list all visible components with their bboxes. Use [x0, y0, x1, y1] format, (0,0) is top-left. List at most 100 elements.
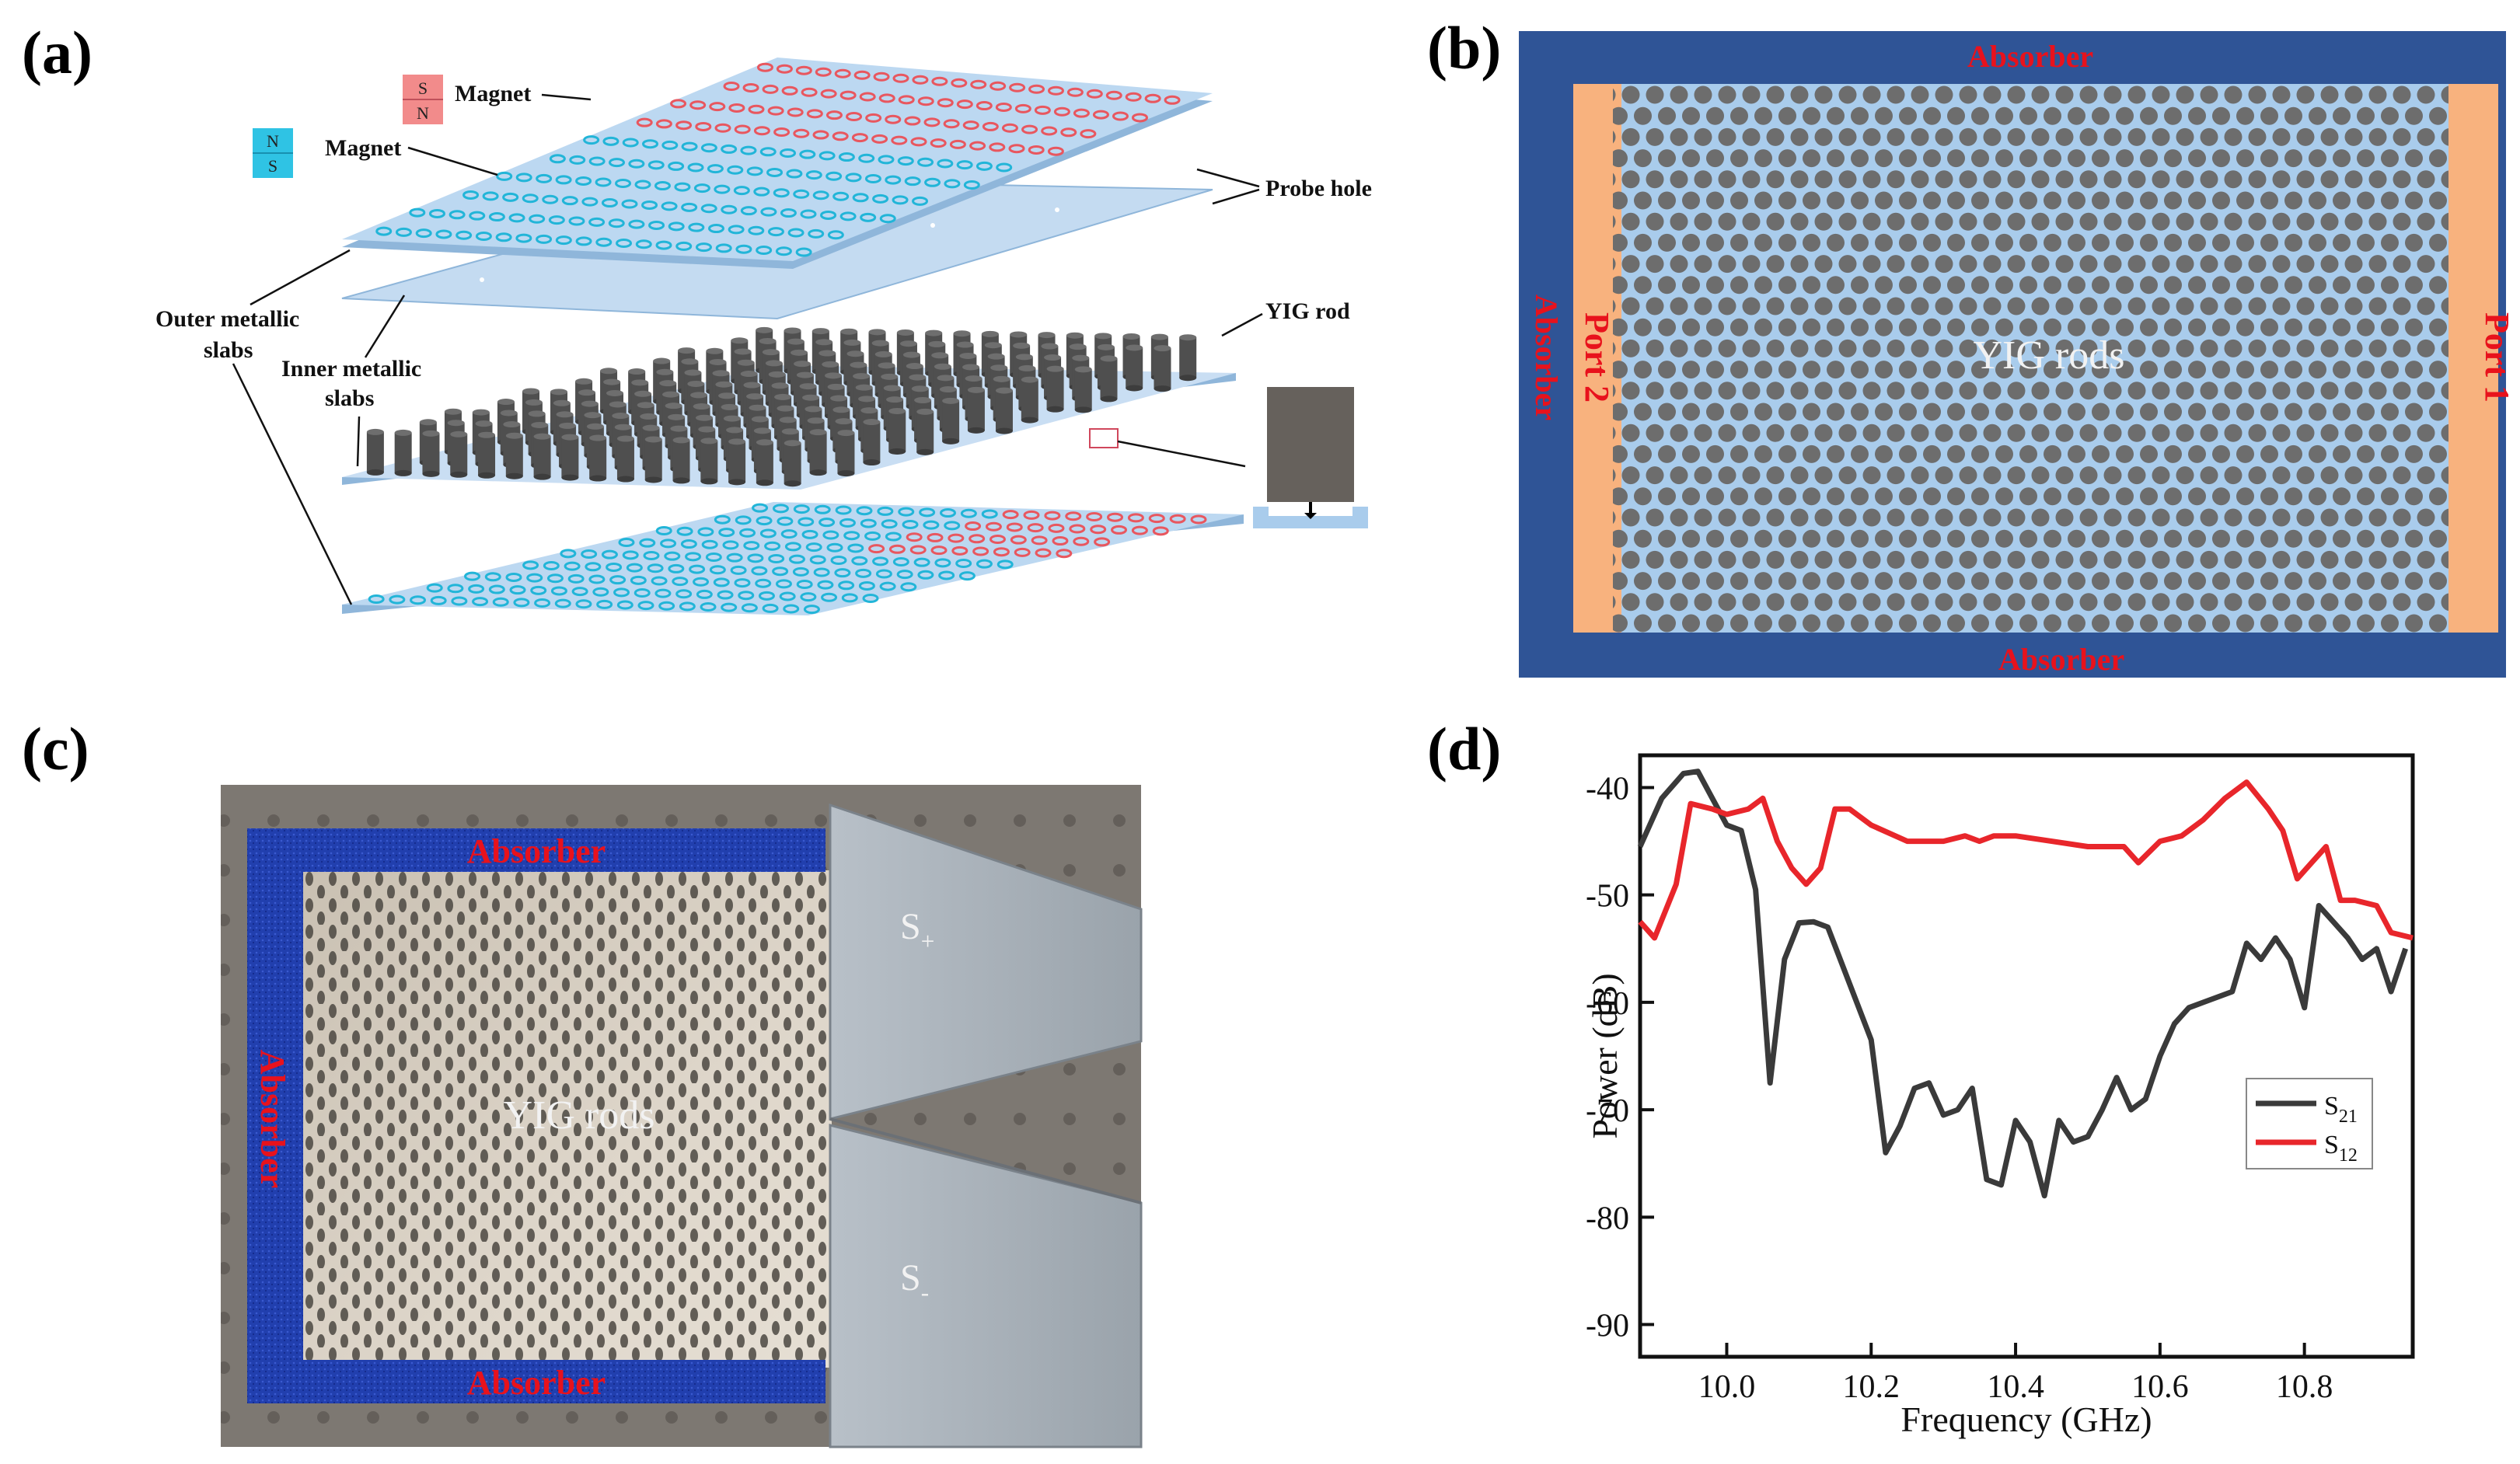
blue-magnet: [530, 585, 547, 595]
yig-rod-dot: [1778, 361, 1796, 379]
blue-magnet: [858, 580, 875, 591]
yig-rod-dot: [2224, 593, 2243, 612]
blue-magnet: [904, 176, 921, 186]
yig-rod-dot: [1923, 572, 1941, 591]
yig-rod-dot: [1613, 342, 1616, 355]
yig-rod-dot: [2079, 466, 2098, 485]
yig-rod-dot: [2103, 424, 2122, 442]
blue-magnet: [550, 586, 567, 596]
yig-rod-dot: [1754, 233, 1772, 252]
yig-rod-dot: [1983, 424, 2002, 442]
yig-rod-dot: [1754, 276, 1772, 295]
red-magnet: [885, 114, 902, 124]
yig-rod-dot: [2429, 318, 2447, 336]
yig-rod-dot: [1754, 149, 1772, 168]
yig-rod-dot: [2309, 149, 2326, 168]
yig-rod-dot: [1887, 466, 1905, 485]
blue-magnet: [484, 572, 501, 582]
yig-rod-dot: [1613, 131, 1616, 144]
yig-rod-dot: [2368, 212, 2387, 231]
blue-magnet: [585, 562, 602, 572]
yig-rod-dot: [2248, 508, 2267, 527]
yig-rod: [422, 433, 440, 474]
yig-rod-dot: [2200, 212, 2218, 231]
blue-magnet: [630, 575, 647, 585]
yig-rod-dot: [1790, 170, 1809, 189]
blue-magnet: [526, 573, 543, 583]
yig-rod-dot: [2188, 318, 2206, 336]
yig-rod-dot: [2344, 297, 2363, 315]
yig-rod-dot: [1778, 614, 1796, 633]
yig-rod-dot: [1862, 593, 1881, 612]
yig-rod-dot: [2405, 614, 2423, 633]
blue-magnet: [635, 239, 652, 249]
red-magnet: [806, 109, 823, 119]
yig-rod-dot: [1827, 403, 1845, 421]
blue-magnet: [542, 194, 559, 204]
blue-magnet: [680, 539, 697, 549]
yig-rod-dot: [1947, 318, 1965, 336]
yig-rod-dot: [1766, 127, 1785, 146]
yig-rod-dot: [2272, 339, 2291, 357]
blue-magnet: [469, 211, 486, 221]
yig-rod-dot: [2103, 297, 2122, 315]
yig-rod-dot: [2284, 572, 2302, 591]
yig-rod-dot: [1694, 508, 1712, 527]
yig-rod-dot: [1790, 424, 1809, 442]
yig-rod-dot: [1838, 212, 1857, 231]
yig-rod-dot: [2248, 466, 2267, 485]
yig-rod-dot: [1803, 233, 1820, 252]
yig-rod-dot: [1658, 276, 1676, 295]
yig-rod-dot: [2224, 550, 2243, 569]
yig-rod-dot: [2152, 255, 2170, 274]
red-magnet: [795, 65, 812, 75]
yig-rod-dot: [1754, 403, 1772, 421]
yig-rod-dot: [2393, 466, 2411, 485]
yig-rod-dot: [1875, 614, 1893, 633]
yig-rod-dot: [1706, 106, 1724, 125]
yig-rod-dot: [1899, 614, 1917, 633]
yig-rod-dot: [2429, 106, 2447, 125]
yig-rod-dot: [2333, 361, 2351, 379]
absorber-top-label: Absorber: [1967, 39, 2093, 74]
yig-rod-dot: [1766, 255, 1785, 274]
yig-rod-dot: [2068, 572, 2085, 591]
yig-rod-dot: [2309, 233, 2326, 252]
yig-rod-dot: [2140, 318, 2158, 336]
blue-magnet: [515, 173, 532, 183]
yig-rod-dot: [1887, 85, 1905, 104]
yig-rod-dot: [1971, 191, 1989, 210]
yig-rod-dot: [2116, 233, 2134, 252]
yig-rod-dot: [2284, 276, 2302, 295]
yig-rod-dot: [2260, 444, 2278, 463]
yig-rod-dot: [2140, 444, 2158, 463]
blue-magnet: [937, 159, 954, 169]
yig-rod-dot: [2200, 85, 2218, 104]
yig-rod-dot: [2320, 466, 2339, 485]
blue-magnet: [879, 214, 896, 224]
yig-rod-dot: [2044, 106, 2061, 125]
blue-magnet: [830, 556, 847, 565]
yig-rod-dot: [2188, 106, 2206, 125]
red-magnet: [1047, 85, 1064, 96]
yig-rod-dot: [1887, 255, 1905, 274]
yig-rod-dot: [2357, 149, 2375, 168]
yig-rod-dot: [1694, 382, 1712, 400]
yig-rod-dot: [2055, 339, 2074, 357]
blue-magnet: [410, 595, 427, 605]
blue-magnet: [792, 566, 809, 577]
yig-rod-dot: [1971, 572, 1989, 591]
yig-rod-dot: [1718, 127, 1736, 146]
red-magnet: [930, 138, 947, 148]
yig-rod-dot: [1935, 382, 1953, 400]
yig-rod-dot: [2441, 508, 2448, 527]
yig-rod-dot: [2200, 127, 2218, 146]
yig-rod-dot: [2140, 276, 2158, 295]
yig-rod-dot: [2103, 466, 2122, 485]
yig-rod-dot: [2044, 403, 2061, 421]
yig-rod-dot: [1613, 257, 1616, 270]
yig-rod-dot: [1911, 593, 1929, 612]
yig-rod-dot: [1706, 403, 1724, 421]
yig-rod-dot: [1621, 382, 1640, 400]
yig-rod-dot: [1742, 550, 1761, 569]
